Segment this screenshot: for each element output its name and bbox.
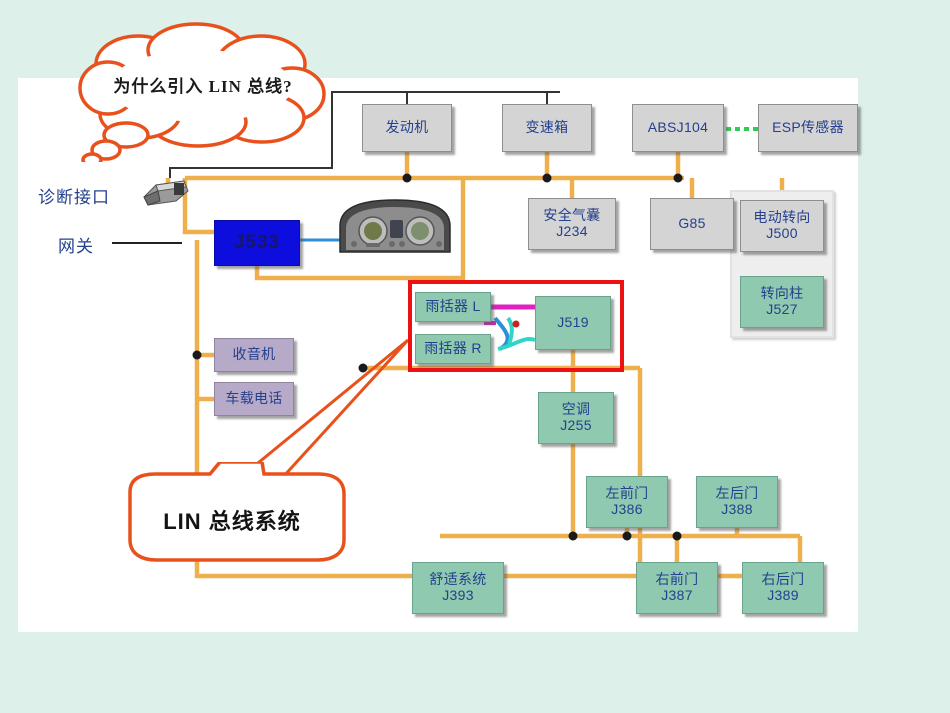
node-label-secondary: J500: [766, 225, 798, 241]
node-label-primary: J533: [233, 232, 281, 254]
node-engine[interactable]: 发动机: [362, 104, 452, 152]
node-label-primary: J519: [557, 314, 589, 331]
node-wiper-left[interactable]: 雨括器 L: [415, 292, 491, 322]
node-label-primary: G85: [678, 215, 706, 232]
node-gateway-j533[interactable]: J533: [214, 220, 300, 266]
node-label-primary: 电动转向: [753, 209, 811, 226]
node-transmission[interactable]: 变速箱: [502, 104, 592, 152]
node-label-secondary: J527: [766, 301, 798, 317]
node-radio[interactable]: 收音机: [214, 338, 294, 372]
lin-highlight-box: [408, 280, 624, 372]
thought-bubble: 为什么引入 LIN 总线?: [66, 22, 336, 168]
node-esp-sensor[interactable]: ESP传感器: [758, 104, 858, 152]
node-label-primary: 发动机: [385, 119, 429, 136]
node-car-phone[interactable]: 车载电话: [214, 382, 294, 416]
node-g85[interactable]: G85: [650, 198, 734, 250]
node-label-primary: 收音机: [232, 346, 276, 363]
node-label-primary: 右后门: [761, 571, 805, 588]
node-label-secondary: J234: [556, 223, 588, 239]
node-label-secondary: J389: [767, 587, 799, 603]
node-label-primary: ABSJ104: [647, 119, 709, 136]
node-label-secondary: J387: [661, 587, 693, 603]
lin-callout: LIN 总线系统: [112, 460, 362, 572]
node-label-secondary: J255: [560, 417, 592, 433]
node-label-primary: 雨括器 L: [425, 298, 481, 315]
lin-callout-shape: [128, 460, 346, 562]
node-label-primary: 空调: [561, 401, 591, 418]
node-abs[interactable]: ABSJ104: [632, 104, 724, 152]
lin-callout-text: LIN 总线系统: [163, 509, 301, 534]
node-label-primary: 舒适系统: [429, 571, 487, 588]
node-label-primary: 车载电话: [225, 390, 283, 407]
node-label-secondary: J388: [721, 501, 753, 517]
node-label-primary: ESP传感器: [772, 119, 844, 136]
label-diagnostic-interface: 诊断接口: [38, 188, 110, 207]
node-label-secondary: J393: [442, 587, 474, 603]
node-label-primary: 左前门: [605, 485, 649, 502]
node-label-primary: 右前门: [655, 571, 699, 588]
instrument-cluster-icon: [336, 196, 454, 258]
node-label-primary: 安全气囊: [543, 207, 601, 224]
node-label-secondary: J386: [611, 501, 643, 517]
plug-connector-icon: [140, 175, 192, 209]
node-j519[interactable]: J519: [535, 296, 611, 350]
node-label-primary: 雨括器 R: [424, 340, 482, 357]
thought-bubble-shape: [78, 22, 326, 168]
thought-bubble-text: 为什么引入 LIN 总线?: [113, 77, 293, 96]
node-label-primary: 转向柱: [760, 285, 804, 302]
node-wiper-right[interactable]: 雨括器 R: [415, 334, 491, 364]
label-gateway: 网关: [58, 237, 94, 256]
node-label-primary: 左后门: [715, 485, 759, 502]
node-label-primary: 变速箱: [525, 119, 569, 136]
